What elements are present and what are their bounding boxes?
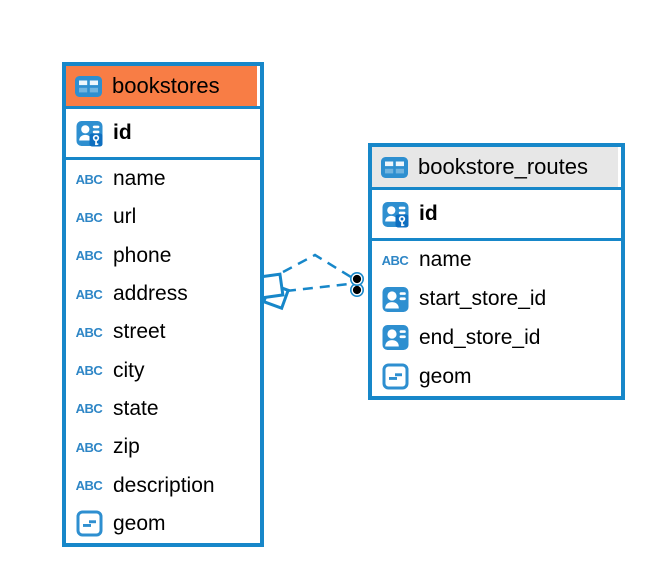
text-type-icon: ABC xyxy=(75,478,103,494)
column-row-geom[interactable]: geom xyxy=(66,505,260,543)
column-name: address xyxy=(113,282,188,306)
header-separator xyxy=(66,106,260,109)
key-columns: id xyxy=(372,190,621,238)
text-type-icon: ABC xyxy=(75,439,103,455)
column-name: id xyxy=(113,121,132,144)
header-separator xyxy=(372,187,621,190)
key-separator xyxy=(372,238,621,241)
table-header-bookstores[interactable]: bookstores xyxy=(66,66,257,106)
table-title: bookstores xyxy=(112,73,220,98)
column-name: end_store_id xyxy=(419,325,541,349)
column-row-id[interactable]: id xyxy=(66,109,260,157)
column-row-street[interactable]: ABC street xyxy=(66,313,260,351)
column-name: name xyxy=(419,248,472,272)
text-type-icon: ABC xyxy=(75,248,103,264)
dot-marker-back[interactable] xyxy=(350,283,364,297)
column-row-city[interactable]: ABC city xyxy=(66,351,260,389)
key-separator xyxy=(66,157,260,160)
key-columns: id xyxy=(66,109,260,157)
geometry-type-icon xyxy=(380,363,410,390)
column-row-id[interactable]: id xyxy=(372,190,621,238)
column-row-name[interactable]: ABC name xyxy=(66,160,260,198)
geometry-type-icon xyxy=(74,510,104,537)
column-name: name xyxy=(113,167,166,191)
column-name: description xyxy=(113,473,215,497)
column-name: url xyxy=(113,205,137,229)
column-row-zip[interactable]: ABC zip xyxy=(66,428,260,466)
text-type-icon: ABC xyxy=(75,324,103,340)
primary-key-icon xyxy=(380,201,410,228)
column-row-description[interactable]: ABC description xyxy=(66,466,260,504)
dot-marker-front[interactable] xyxy=(350,272,364,286)
column-row-geom[interactable]: geom xyxy=(372,357,621,396)
column-name: city xyxy=(113,358,145,382)
relationship-dashed-line[interactable] xyxy=(285,282,350,293)
table-icon xyxy=(379,156,409,178)
column-row-url[interactable]: ABC url xyxy=(66,198,260,236)
relationship-line-2[interactable] xyxy=(285,282,350,293)
column-name: street xyxy=(113,320,166,344)
table-header-bookstore-routes[interactable]: bookstore_routes xyxy=(372,147,618,187)
table-title: bookstore_routes xyxy=(418,154,588,179)
primary-key-icon xyxy=(74,120,104,147)
text-type-icon: ABC xyxy=(75,363,103,379)
column-name: zip xyxy=(113,435,140,459)
column-row-phone[interactable]: ABC phone xyxy=(66,237,260,275)
text-type-icon: ABC xyxy=(381,252,409,268)
column-row-name[interactable]: ABC name xyxy=(372,241,621,280)
column-row-start_store_id[interactable]: start_store_id xyxy=(372,280,621,319)
column-name: geom xyxy=(113,511,166,535)
column-row-end_store_id[interactable]: end_store_id xyxy=(372,319,621,358)
column-name: start_store_id xyxy=(419,287,547,311)
text-type-icon: ABC xyxy=(75,209,103,225)
column-name: phone xyxy=(113,243,172,267)
reference-icon xyxy=(380,286,410,313)
column-name: id xyxy=(419,202,438,225)
relationship-dashed-line[interactable] xyxy=(282,253,352,279)
column-row-address[interactable]: ABC address xyxy=(66,275,260,313)
table-bookstore-routes[interactable]: bookstore_routes id ABC name start_store_i… xyxy=(368,143,625,400)
column-name: state xyxy=(113,396,159,420)
reference-icon xyxy=(380,324,410,351)
table-icon xyxy=(73,75,103,97)
text-type-icon: ABC xyxy=(75,286,103,302)
text-type-icon: ABC xyxy=(75,171,103,187)
column-name: geom xyxy=(419,364,472,388)
relationship-line-1[interactable] xyxy=(282,253,352,279)
column-row-state[interactable]: ABC state xyxy=(66,390,260,428)
text-type-icon: ABC xyxy=(75,401,103,417)
